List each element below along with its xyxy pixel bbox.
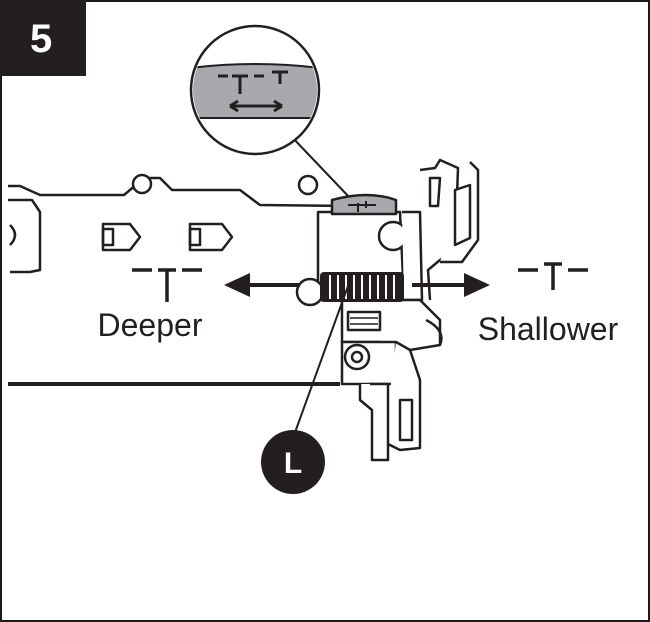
callout-leader-line bbox=[292, 285, 349, 439]
callout-badge bbox=[261, 430, 325, 494]
adjustment-dial bbox=[320, 272, 404, 302]
magnifier-callout bbox=[189, 24, 351, 199]
mag-depth-marker-icon bbox=[218, 70, 288, 113]
callout-letter: L bbox=[284, 447, 302, 480]
nail-depth-deeper-icon bbox=[132, 268, 202, 302]
arrow-left-icon bbox=[224, 273, 300, 297]
nail-depth-shallower-icon bbox=[518, 262, 588, 290]
arrow-right-icon bbox=[412, 273, 490, 297]
step-badge: 5 bbox=[0, 0, 86, 76]
nailer-body bbox=[8, 173, 351, 274]
nose-mechanism bbox=[295, 158, 480, 462]
deeper-label: Deeper bbox=[98, 307, 203, 343]
shallower-label: Shallower bbox=[478, 311, 619, 347]
